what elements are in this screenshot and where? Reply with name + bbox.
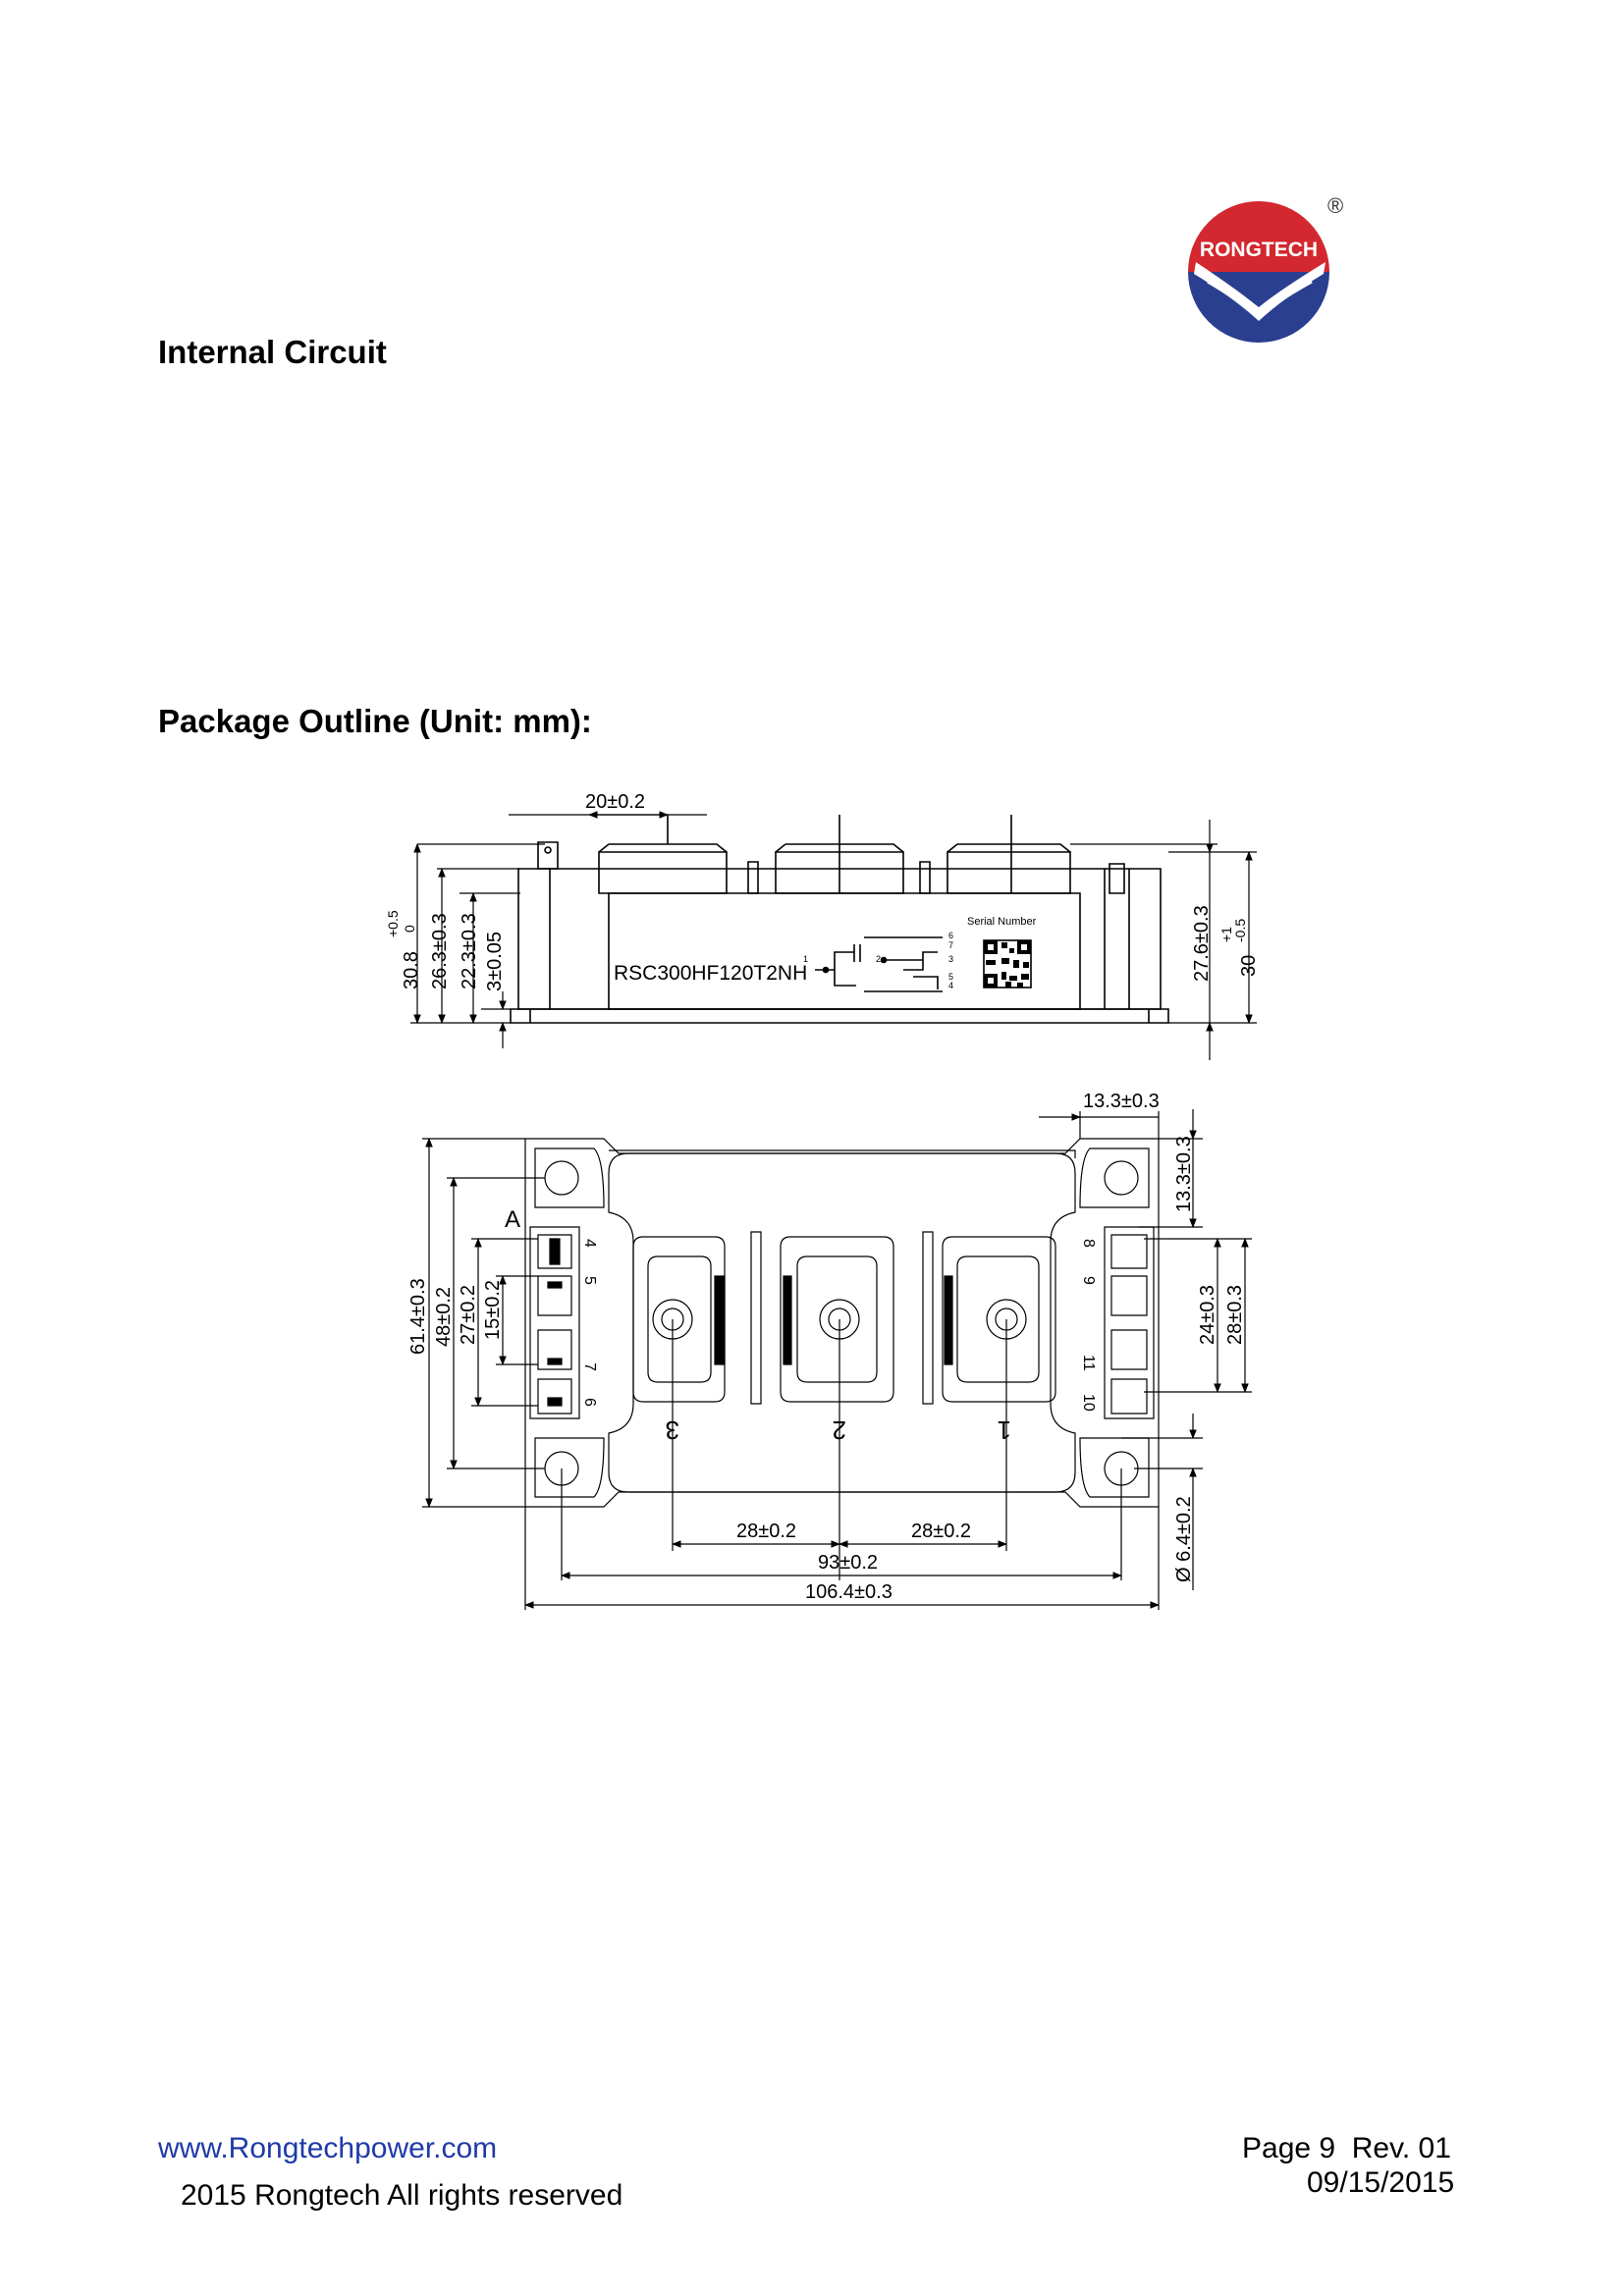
datum-a: A <box>505 1206 520 1233</box>
dim-28-b: 28±0.2 <box>911 1521 971 1542</box>
dim-30: 30 <box>1238 955 1260 977</box>
dim-20: 20±0.2 <box>585 791 645 813</box>
dim-30-8-tol-plus: +0.5 <box>385 910 401 937</box>
left-pin-label: 6 <box>581 1398 598 1407</box>
pin-label: 1 <box>803 954 808 964</box>
dim-106-4: 106.4±0.3 <box>805 1581 893 1603</box>
right-pin-label: 9 <box>1080 1276 1097 1285</box>
dim-30-tol-plus: +1 <box>1218 927 1234 942</box>
dim-30-8: 30.8 <box>401 951 422 989</box>
rongtech-logo-icon: RONGTECH ® <box>1188 193 1343 343</box>
pin-label: 6 <box>948 931 953 940</box>
serial-number-label: Serial Number <box>967 916 1037 928</box>
part-number-label: RSC300HF120T2NH <box>614 962 807 985</box>
dim-13-3-h: 13.3±0.3 <box>1083 1091 1160 1112</box>
dim-27-6: 27.6±0.3 <box>1191 905 1213 982</box>
website-link[interactable]: www.Rongtechpower.com <box>158 2132 498 2164</box>
copyright-text: 2015 Rongtech All rights reserved <box>181 2179 623 2212</box>
right-pin-label: 11 <box>1080 1355 1097 1371</box>
pin-label: 5 <box>948 972 953 982</box>
dim-13-3-v: 13.3±0.3 <box>1173 1136 1195 1212</box>
dim-6-4: Ø 6.4±0.2 <box>1173 1496 1195 1582</box>
dim-3: 3±0.05 <box>484 932 506 991</box>
right-pin-label: 8 <box>1080 1239 1097 1248</box>
dim-48: 48±0.2 <box>433 1287 455 1347</box>
dim-30-tol-minus: -0.5 <box>1232 919 1248 942</box>
dim-61-4: 61.4±0.3 <box>407 1278 429 1355</box>
dim-28-v: 28±0.3 <box>1224 1285 1246 1345</box>
terminal-label-2: 2 <box>833 1415 846 1445</box>
pin-label: 7 <box>948 940 953 950</box>
pin-label: 4 <box>948 981 953 990</box>
brand-logo: RONGTECH ® <box>1178 191 1345 348</box>
registered-mark: ® <box>1327 193 1343 218</box>
document-date: 09/15/2015 <box>1307 2166 1455 2199</box>
left-pin-label: 4 <box>581 1239 598 1248</box>
dim-22-3: 22.3±0.3 <box>459 913 480 989</box>
dim-30-8-tol-minus: 0 <box>402 925 417 933</box>
package-outline-heading: Package Outline (Unit: mm): <box>158 703 592 739</box>
left-pin-label: 5 <box>581 1276 598 1285</box>
dim-27: 27±0.2 <box>458 1285 479 1345</box>
internal-circuit-heading: Internal Circuit <box>158 334 387 370</box>
pin-label: 2 <box>876 954 881 964</box>
dim-93: 93±0.2 <box>818 1552 878 1574</box>
dim-15: 15±0.2 <box>482 1280 504 1340</box>
right-pin-label: 10 <box>1080 1394 1097 1412</box>
dim-26-3: 26.3±0.3 <box>429 913 451 989</box>
pin-label: 3 <box>948 954 953 964</box>
logo-text: RONGTECH <box>1200 239 1318 261</box>
terminal-label-1: 1 <box>998 1415 1011 1445</box>
terminal-label-3: 3 <box>666 1415 679 1445</box>
page-revision: Page 9 Rev. 01 <box>1242 2132 1451 2164</box>
dim-28-a: 28±0.2 <box>736 1521 796 1542</box>
dim-24: 24±0.3 <box>1197 1285 1218 1345</box>
left-pin-label: 7 <box>581 1362 598 1371</box>
